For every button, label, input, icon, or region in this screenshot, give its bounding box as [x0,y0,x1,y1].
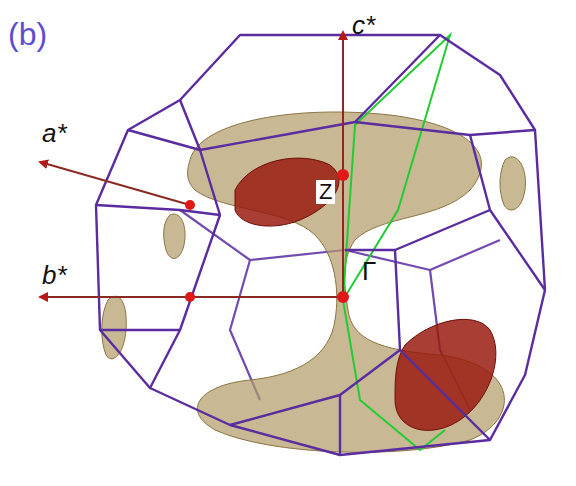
axis-label: a* [42,120,67,146]
panel-label: (b) [8,18,47,50]
axis-label: b* [42,262,67,288]
axis-label: c* [352,12,375,38]
point-label: Z [316,180,335,204]
point-label: Γ [362,258,376,284]
